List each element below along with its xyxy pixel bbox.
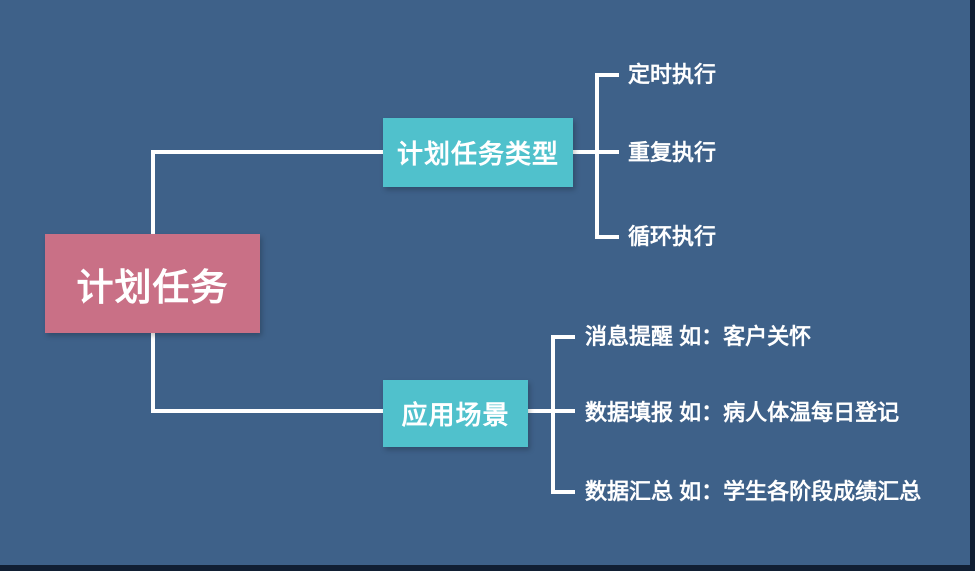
connector-types-stub-top: [595, 73, 619, 77]
leaf-node-loop-execution[interactable]: 循环执行: [628, 224, 717, 249]
branch-node-task-types-label: 计划任务类型: [396, 139, 559, 169]
leaf-node-data-filling[interactable]: 数据填报 如：病人体温每日登记: [585, 400, 900, 425]
connector-types-stub-bottom: [595, 235, 619, 239]
connector-root-to-scenes: [151, 409, 383, 413]
branch-node-use-cases-label: 应用场景: [401, 400, 510, 430]
leaf-node-message-reminder[interactable]: 消息提醒 如：客户关怀: [585, 324, 812, 349]
root-node-label: 计划任务: [76, 266, 229, 308]
connector-scenes-stub-top: [551, 335, 575, 339]
leaf-node-timed-execution[interactable]: 定时执行: [628, 62, 717, 87]
leaf-node-data-summary[interactable]: 数据汇总 如：学生各阶段成绩汇总: [585, 479, 922, 504]
leaf-node-repeated-execution[interactable]: 重复执行: [628, 140, 717, 165]
branch-node-task-types[interactable]: 计划任务类型: [383, 118, 573, 187]
connector-scenes-stub-bottom: [551, 490, 575, 494]
connector-types-bracket: [595, 73, 599, 239]
branch-node-use-cases[interactable]: 应用场景: [383, 380, 528, 447]
root-node[interactable]: 计划任务: [45, 234, 260, 333]
connector-root-to-types: [151, 150, 383, 154]
connector-scenes-bracket: [551, 335, 555, 494]
